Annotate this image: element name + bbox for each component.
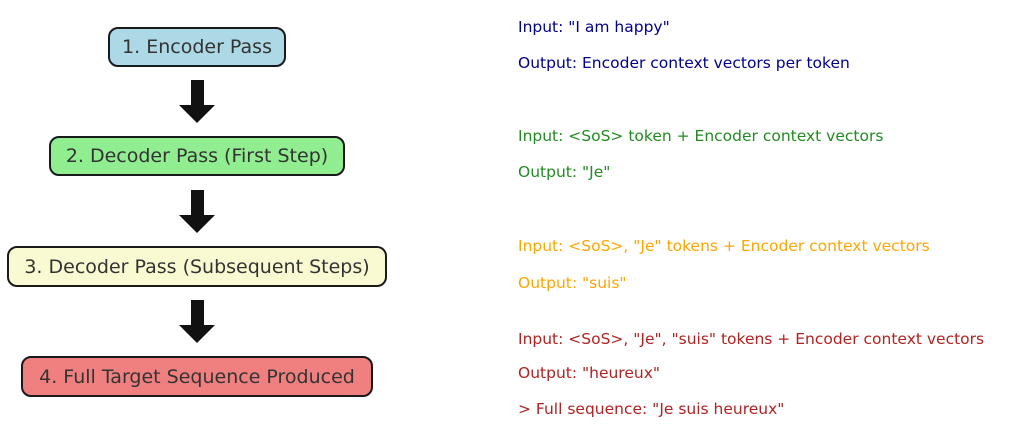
down-arrow-stem	[190, 300, 204, 325]
decoder-subsequent-output-text: Output: "suis"	[518, 274, 627, 292]
decoder-subsequent-input-text: Input: <SoS>, "Je" tokens + Encoder cont…	[518, 237, 930, 255]
down-arrow-head	[179, 325, 215, 343]
decoder-first-input-text: Input: <SoS> token + Encoder context vec…	[518, 127, 884, 145]
down-arrow-head	[179, 215, 215, 233]
down-arrow-head	[179, 105, 215, 123]
flow-step-decoder-first: 2. Decoder Pass (First Step)	[49, 136, 345, 176]
encoder-output-text: Output: Encoder context vectors per toke…	[518, 54, 850, 72]
flow-step-encoder-pass: 1. Encoder Pass	[108, 27, 286, 67]
down-arrow-stem	[190, 80, 204, 105]
flow-step-decoder-subsequent: 3. Decoder Pass (Subsequent Steps)	[7, 246, 387, 287]
down-arrow-stem	[190, 190, 204, 215]
flow-step-full-target-sequence: 4. Full Target Sequence Produced	[21, 356, 373, 397]
down-arrow-icon	[179, 80, 215, 123]
encoder-input-text: Input: "I am happy"	[518, 18, 670, 36]
down-arrow-icon	[179, 300, 215, 343]
decoder-first-output-text: Output: "Je"	[518, 163, 611, 181]
final-output-text: Output: "heureux"	[518, 364, 660, 382]
final-input-text: Input: <SoS>, "Je", "suis" tokens + Enco…	[518, 330, 985, 348]
down-arrow-icon	[179, 190, 215, 233]
final-full-sequence-text: > Full sequence: "Je suis heureux"	[518, 400, 785, 418]
